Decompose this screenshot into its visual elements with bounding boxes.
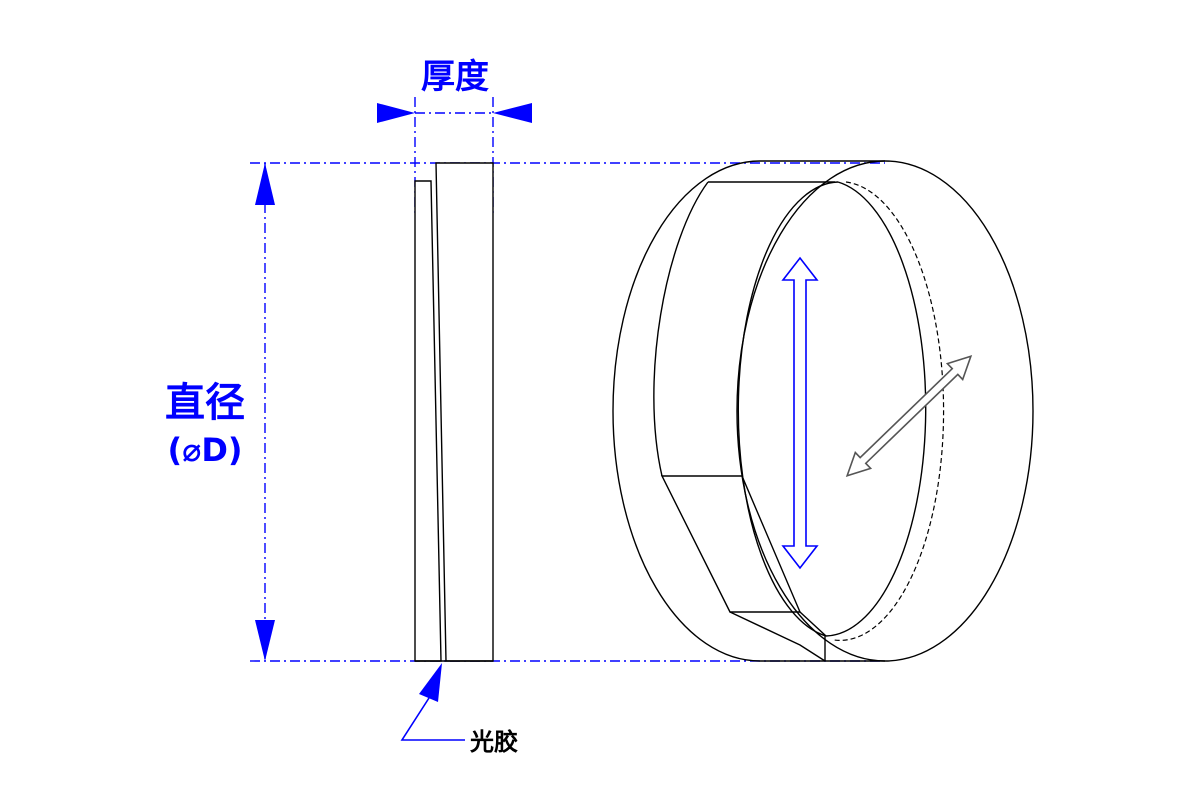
vertical-axis-arrow	[781, 256, 819, 570]
diameter-arrow-bottom	[255, 620, 275, 661]
cement-leader-line	[400, 697, 465, 741]
thickness-dimension: 厚度	[377, 57, 532, 215]
diameter-label: 直径	[165, 380, 245, 426]
diameter-symbol-label: (⌀D)	[167, 431, 242, 469]
crystal-bottom-edge	[729, 611, 826, 662]
cylinder-right-face	[736, 160, 1034, 662]
side-view	[414, 162, 494, 662]
diagonal-axis-arrow-group	[845, 355, 973, 477]
diagonal-axis-arrow	[845, 355, 973, 477]
crystal-lower-facet	[660, 475, 802, 613]
cement-arrow-head	[419, 663, 442, 702]
crystal-bottom-facet-line	[799, 611, 827, 637]
diameter-dimension: 直径 (⌀D)	[150, 162, 885, 662]
side-view-thin-plate	[414, 180, 442, 662]
cement-callout: 光胶	[400, 663, 518, 756]
cylinder-left-face	[612, 160, 761, 662]
front-face-left	[737, 181, 839, 637]
front-face-right	[825, 181, 927, 637]
front-face-right-dashed	[833, 181, 945, 641]
side-view-thick-plate	[435, 162, 494, 662]
cement-label: 光胶	[469, 728, 518, 756]
thickness-arrow-left	[377, 103, 415, 123]
thickness-label: 厚度	[421, 57, 489, 97]
cylinder-left-face-inner	[653, 181, 709, 477]
thickness-arrow-right	[493, 103, 532, 123]
diameter-arrow-top	[255, 163, 275, 205]
perspective-view	[612, 160, 1034, 662]
diameter-label-backdrop	[150, 370, 260, 475]
